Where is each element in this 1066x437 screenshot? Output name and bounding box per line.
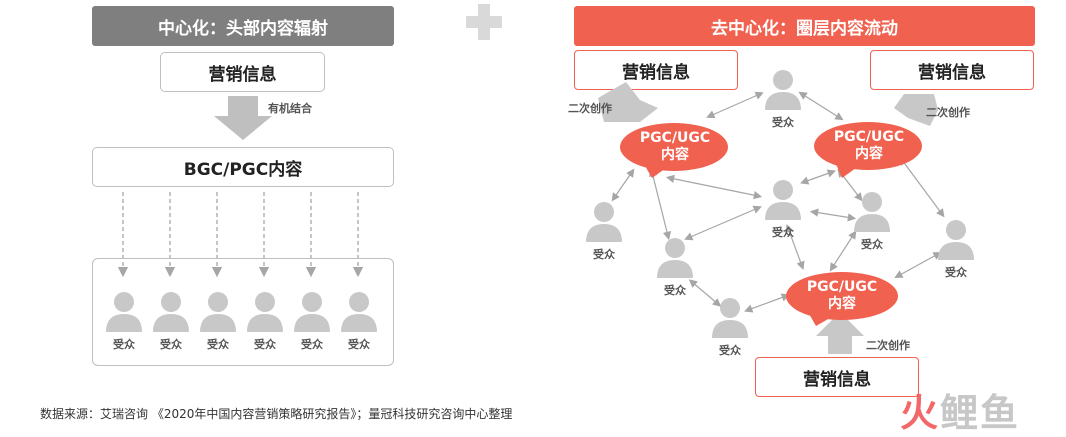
recreate-label-left: 二次创作: [568, 102, 612, 115]
left-audience-label: 受众: [254, 338, 276, 351]
bubble-2-line1: PGC/UGC: [833, 129, 905, 145]
audience-frame: [92, 258, 394, 366]
down-arrow-icon: [214, 96, 272, 140]
right-marketing-label-left: 营销信息: [622, 62, 690, 83]
bubble-1-line1: PGC/UGC: [639, 130, 711, 146]
left-audience-label: 受众: [113, 338, 135, 351]
right-marketing-label-bottom: 营销信息: [803, 369, 871, 390]
audience-person-icon: [936, 218, 976, 268]
bubble-3-line1: PGC/UGC: [806, 279, 878, 295]
recreate-label-right: 二次创作: [926, 106, 970, 119]
network-diagram: [598, 82, 945, 354]
bubble-3-line2: 内容: [828, 296, 856, 312]
audience-person-icon: [339, 290, 379, 340]
bubble-2-text: PGC/UGC 内容: [814, 129, 924, 163]
left-audience-label: 受众: [207, 338, 229, 351]
bubble-3: [786, 272, 898, 320]
right-audience-label: 受众: [861, 238, 883, 251]
audience-person-icon: [151, 290, 191, 340]
audience-person-icon: [852, 190, 892, 240]
bubble-2: [814, 122, 922, 170]
right-marketing-label-right: 营销信息: [918, 62, 986, 83]
left-audience-label: 受众: [348, 338, 370, 351]
right-audience-label: 受众: [664, 284, 686, 297]
bubble-2-line2: 内容: [855, 146, 883, 162]
audience-person-icon: [763, 178, 803, 228]
watermark-logo: 火鲤鱼: [900, 382, 1020, 437]
left-audience-label: 受众: [301, 338, 323, 351]
recreate-label-bottom: 二次创作: [866, 339, 910, 352]
audience-person-icon: [763, 68, 803, 118]
decentralized-banner: 去中心化：圈层内容流动: [574, 6, 1035, 46]
right-marketing-box-left: 营销信息: [574, 50, 738, 90]
left-marketing-box: 营销信息: [160, 52, 325, 92]
bgc-pgc-content-box: BGC/PGC内容: [92, 147, 394, 187]
right-audience-label: 受众: [945, 266, 967, 279]
bubble-1: [620, 123, 728, 171]
bubble-3-text: PGC/UGC 内容: [787, 279, 897, 313]
right-audience-label: 受众: [593, 248, 615, 261]
plus-icon: [466, 4, 502, 40]
data-source: 数据来源：艾瑞咨询 《2020年中国内容营销策略研究报告》；量冠科技研究咨询中心…: [40, 407, 513, 421]
right-audience-label: 受众: [719, 344, 741, 357]
left-marketing-label: 营销信息: [208, 64, 277, 85]
combine-label: 有机结合: [268, 102, 312, 115]
watermark-part1: 火: [900, 391, 941, 435]
audience-person-icon: [655, 236, 695, 286]
bgc-pgc-content-label: BGC/PGC内容: [183, 159, 303, 180]
block-arrow-bottom: [816, 312, 864, 354]
audience-person-icon: [198, 290, 238, 340]
audience-person-icon: [104, 290, 144, 340]
block-arrow-right: [894, 94, 938, 126]
audience-person-icon: [710, 296, 750, 346]
bubble-1-line2: 内容: [661, 147, 689, 163]
right-marketing-box-right: 营销信息: [870, 50, 1034, 90]
audience-person-icon: [245, 290, 285, 340]
right-marketing-box-bottom: 营销信息: [755, 357, 919, 397]
audience-person-icon: [292, 290, 332, 340]
audience-person-icon: [584, 200, 624, 250]
left-audience-label: 受众: [160, 338, 182, 351]
block-arrow-left: [598, 82, 658, 122]
bubble-1-text: PGC/UGC 内容: [620, 130, 730, 164]
watermark-part2: 鲤鱼: [940, 391, 1021, 435]
centralized-banner: 中心化：头部内容辐射: [92, 6, 394, 46]
right-audience-label: 受众: [772, 116, 794, 129]
right-audience-label: 受众: [772, 226, 794, 239]
